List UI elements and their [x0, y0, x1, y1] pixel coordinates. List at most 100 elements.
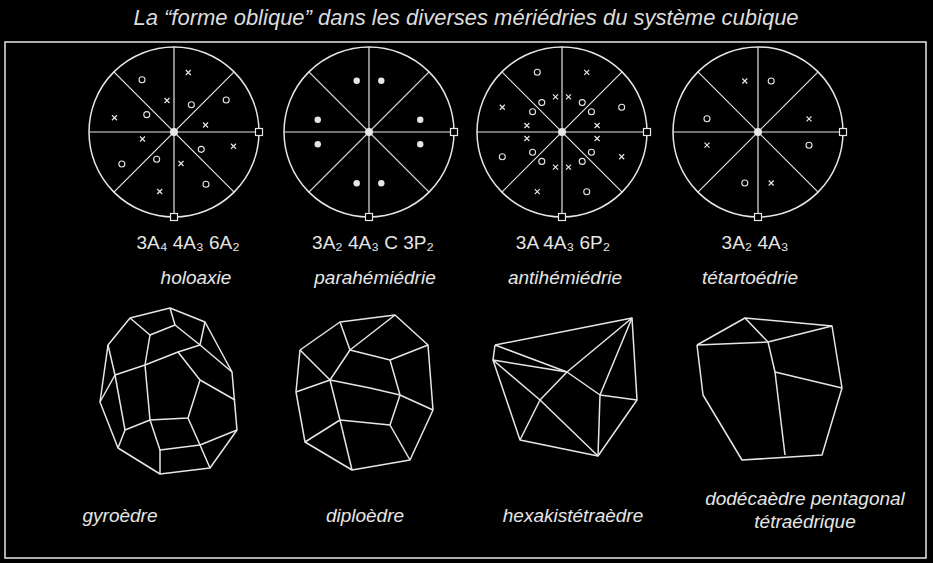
crystal-edge — [296, 315, 433, 470]
crystal-edge — [390, 425, 410, 460]
crystal-edge — [150, 420, 200, 450]
axis-symbol — [366, 214, 373, 221]
crystal-edge — [300, 350, 350, 380]
axis-pole — [754, 128, 762, 136]
face-pole — [704, 143, 709, 148]
face-pole — [499, 154, 505, 160]
form-name: dodécaèdre pentagonal tétraédrique — [685, 488, 925, 534]
primitive-circle — [284, 47, 454, 217]
face-pole — [619, 104, 625, 110]
face-pole — [595, 136, 600, 141]
face-pole — [579, 100, 585, 106]
crystal-edge — [305, 380, 340, 442]
form-name: gyroèdre — [83, 505, 158, 528]
primitive-circle — [673, 47, 843, 217]
crystal-edge — [178, 345, 200, 352]
face-pole — [140, 136, 145, 141]
axis-symbol — [644, 129, 651, 136]
face-pole — [539, 100, 545, 106]
crystal-form — [296, 315, 433, 470]
stereogram — [284, 47, 458, 221]
face-pole — [417, 116, 423, 122]
crystal-edge — [775, 372, 785, 455]
face-pole — [165, 98, 170, 103]
symmetry-label: 3A 4A₃ 6P₂ — [516, 232, 610, 255]
face-pole — [806, 142, 812, 148]
crystal-edge — [296, 380, 330, 392]
face-pole — [378, 180, 384, 186]
axis-symbol — [451, 129, 458, 136]
class-name: antihémiédrie — [508, 267, 622, 290]
crystal-edge — [100, 308, 237, 474]
face-pole — [566, 165, 571, 170]
crystal-form — [697, 318, 842, 460]
crystal-edge — [340, 420, 352, 470]
crystal-edge — [130, 308, 175, 335]
crystal-edge — [115, 375, 125, 430]
face-pole — [566, 94, 571, 99]
face-pole — [500, 105, 505, 110]
crystal-edge — [600, 318, 637, 400]
mirror-line — [502, 72, 622, 192]
crystal-edge — [145, 352, 200, 420]
crystal-edge — [520, 372, 567, 440]
axis-symbol — [840, 129, 847, 136]
crystal-edge — [200, 380, 235, 400]
crystal-edge — [775, 372, 842, 388]
face-pole — [112, 115, 117, 120]
face-pole — [553, 165, 558, 170]
face-pole — [203, 123, 208, 128]
face-pole — [417, 141, 423, 147]
crystal-edge — [118, 420, 150, 448]
crystal-edge — [340, 315, 395, 350]
stereogram — [89, 47, 263, 221]
axis-symbol — [755, 214, 762, 221]
crystal-edge — [330, 380, 400, 395]
face-pole — [315, 141, 321, 147]
crystal-edge — [200, 345, 232, 372]
crystal-edge — [340, 395, 400, 425]
face-pole — [231, 144, 236, 149]
class-name: parahémiédrie — [314, 267, 435, 290]
face-pole — [353, 78, 359, 84]
face-pole — [619, 154, 624, 159]
form-name: hexakistétraèdre — [503, 505, 643, 528]
stereogram — [477, 47, 651, 221]
face-pole — [186, 70, 191, 75]
face-pole — [188, 102, 194, 108]
face-pole — [353, 180, 359, 186]
axis-pole — [365, 128, 373, 136]
class-name: holoaxie — [161, 267, 232, 290]
crystal-edge — [697, 318, 842, 460]
crystal-edge — [175, 322, 205, 345]
crystal-edge — [567, 372, 600, 456]
crystal-edge — [493, 360, 540, 400]
crystal-edge — [540, 400, 598, 456]
face-pole — [178, 161, 183, 166]
face-pole — [524, 136, 529, 141]
symmetry-label: 3A₂ 4A₃ — [722, 232, 789, 255]
crystal-edge — [697, 342, 768, 345]
face-pole — [524, 123, 529, 128]
crystal-edge — [350, 345, 428, 360]
face-pole — [535, 189, 540, 194]
face-pole — [198, 146, 204, 152]
axis-pole — [558, 128, 566, 136]
face-pole — [530, 149, 536, 155]
axis-symbol — [256, 129, 263, 136]
mirror-line — [698, 72, 818, 192]
face-pole — [742, 180, 748, 186]
form-name: diploèdre — [326, 505, 404, 528]
face-pole — [595, 123, 600, 128]
face-pole — [144, 112, 150, 118]
face-pole — [203, 181, 209, 187]
axis-symbol — [559, 214, 566, 221]
crystal-edge — [159, 450, 161, 474]
face-pole — [154, 156, 160, 162]
crystal-edge — [745, 318, 832, 342]
face-pole — [553, 94, 558, 99]
symmetry-label: 3A₂ 4A₃ C 3P₂ — [312, 232, 434, 255]
face-pole — [157, 189, 162, 194]
face-pole — [223, 97, 229, 103]
